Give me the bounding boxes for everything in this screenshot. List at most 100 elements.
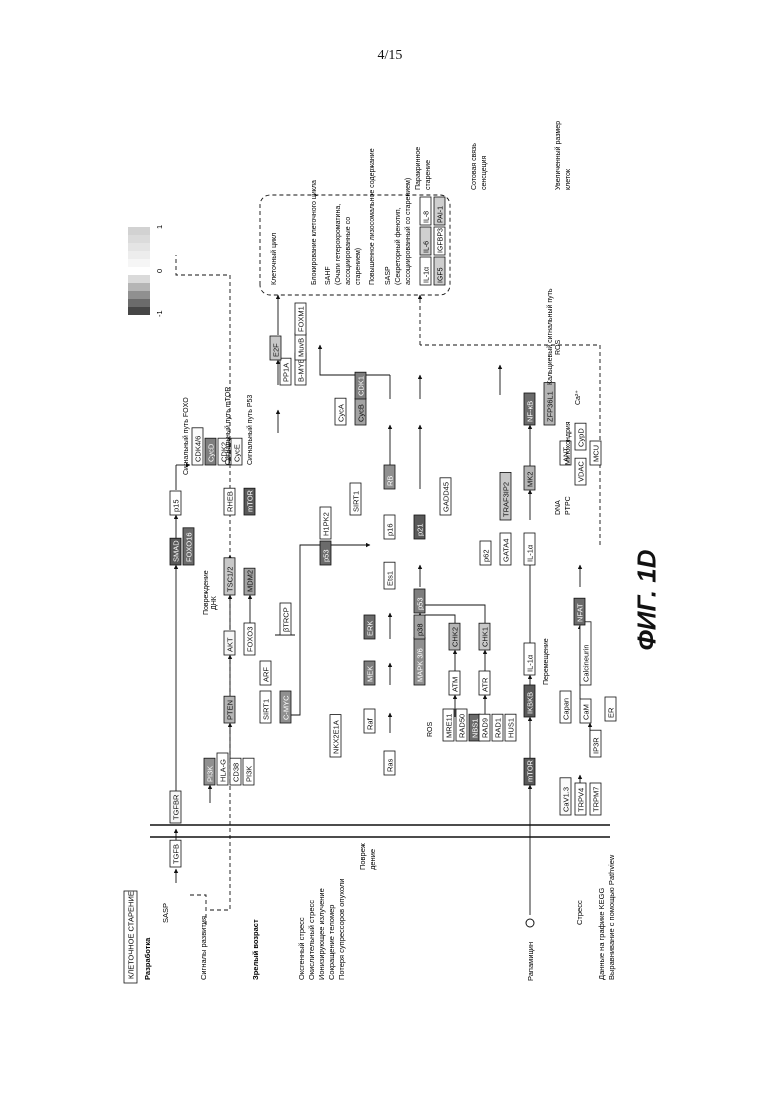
gene-node-mtor2: mTOR [524,758,535,785]
gene-node-chk2: CHK2 [449,623,460,650]
gene-label-erk: ERK [366,621,375,636]
sasp-factor: PAI-1 [434,197,445,225]
gene-label-mapk: MAPK 3/6 [416,648,425,682]
gene-node-mcu: MCU [590,441,601,465]
gene-node-cycd: CycD [205,438,216,465]
legend-tick: 1 [155,225,164,229]
gene-label-capan: Capan [562,698,571,720]
gene-label-foxo3: FOXO3 [246,627,255,652]
gene-node-cav13: CaV1.3 [560,778,571,815]
sasp-factor-label: IL-8 [424,211,431,223]
gene-node-h1pk2: H1PK2 [320,507,331,539]
gene-node-traf3ip2: TRAF3IP2 [500,472,511,520]
gene-label-trpm7: TRPM7 [592,787,601,812]
p53-path: Сигнальный путь P53 [246,395,254,465]
gene-label-zfp36l1: ZFP36L1 [546,391,555,422]
gene-node-mmb: MuvB [295,333,306,360]
gene-label-cypd: CypD [577,428,586,447]
cell-size-1: Увеличенный размер [554,121,562,190]
gene-node-ip3r: IP3R [590,730,601,757]
sahf-1: SAHF [325,266,332,285]
stress-1: Оксгенный стресс [297,917,306,980]
legend-swatch [128,251,150,259]
sasp-factor: IL-6 [420,227,431,255]
gene-label-hus1: HUS1 [507,718,516,738]
gene-label-hlag: HLA-G [219,759,228,782]
gene-node-atm: ATM [449,671,460,695]
gene-node-arf: ARF [260,661,271,685]
gene-label-cdk46: CDK4/6 [194,436,203,462]
gene-node-il1a: IL-1α [524,643,535,675]
gene-node-sirt1b: SIRT1 [350,483,361,515]
gene-label-chk2: CHK2 [451,627,460,647]
gene-node-pp1a: PP1A [280,358,291,385]
gene-label-rad1: RAD1 [494,718,503,738]
stress-input: Стресс [575,900,584,925]
dna-damage-2: ДНК [211,595,218,610]
gene-node-rad50: RAD50 [456,709,467,741]
figure-label: ФИГ. 1D [607,540,687,660]
sahf-3: ассоциированные со [345,217,352,285]
gene-label-bmyb: B-MYB [297,358,306,382]
gene-node-p16: p16 [384,515,395,539]
section-development: Разработка [143,937,152,980]
color-legend: -1 0 1 [128,225,164,317]
gene-node-foxo3: FOXO3 [244,623,255,655]
gene-node-cyce: CycE [231,438,242,465]
gene-label-traf3ip2: TRAF3IP2 [502,482,511,517]
gene-node-rb: RB [384,465,395,489]
paracrine-2: старение [425,160,432,190]
gene-label-gadd45: GADD45 [442,482,451,512]
cell-comm-2: сенсцеция [481,155,488,190]
gene-node-p15: p15 [170,491,181,515]
mito-label: Митохондрия [565,421,572,465]
gene-label-mk2: MK2 [526,472,535,487]
gene-label-trpv4: TRPV4 [577,788,586,812]
lyso-label: Повышенное лизосомальное содержание [369,148,376,285]
gene-label-foxm1: FOXM1 [297,306,306,332]
gene-label-mdm2: MDM2 [246,570,255,592]
gene-node-zfp36l1: ZFP36L1 [544,383,555,425]
gene-label-pi3k2: PI3K [245,766,254,782]
legend-tick: -1 [155,310,164,317]
gene-label-e2f: E2F [272,343,281,357]
gene-label-p53b: p53 [322,549,331,562]
gene-label-cycd: CycD [207,443,216,462]
mtor-path: Сигнальный путь mTOR [224,387,232,465]
gene-label-p53: p53 [416,597,425,610]
gene-node-nbs1: NBS1 [469,714,480,741]
ros-label: ROS [427,722,434,738]
gene-label-cmyc: C-MYC [282,695,291,720]
gene-label-rheb: RHEB [226,491,235,512]
gene-label-sirt1b: SIRT1 [352,491,361,512]
gene-node-chk1: CHK1 [479,623,490,650]
gene-node-gadd45: GADD45 [440,478,451,515]
gene-node-p53: p53 [414,589,425,613]
gene-label-mtor2: mTOR [526,759,535,782]
sahf-4: старением) [355,248,362,285]
sasp-factor-label: IGF5 [438,267,445,283]
gene-label-cdk1: CDK1 [357,376,366,396]
foxo-path: Сигнальный путь FOXO [182,397,190,475]
gene-node-mtor: mTOR [244,488,255,515]
gene-node-btrcp: βTRCP [280,603,291,635]
gene-label-cd38: CD38 [232,763,241,782]
gene-node-erk: ERK [364,615,375,639]
gene-node-smad: SMAD [170,538,181,565]
gene-node-ets1: Ets1 [384,562,395,589]
gene-node-vdac: VDAC [575,458,586,485]
edges [150,195,610,925]
gene-node-akt: AKT [224,631,235,655]
sasp-factor-label: IGFBP3 [438,228,445,253]
gene-label-mek: MEK [366,666,375,682]
gene-label-chk1: CHK1 [481,627,490,647]
gene-node-rheb: RHEB [224,488,235,515]
gene-label-atm: ATM [451,677,460,692]
legend-swatch [128,291,150,299]
gene-label-vdac: VDAC [577,461,586,482]
sasp-title-1: SASP [385,266,392,285]
gene-label-rad50: RAD50 [458,714,467,738]
gene-label-pi3k: PI3K [206,766,215,782]
legend-tick: 0 [155,269,164,273]
legend-swatch [128,259,150,267]
